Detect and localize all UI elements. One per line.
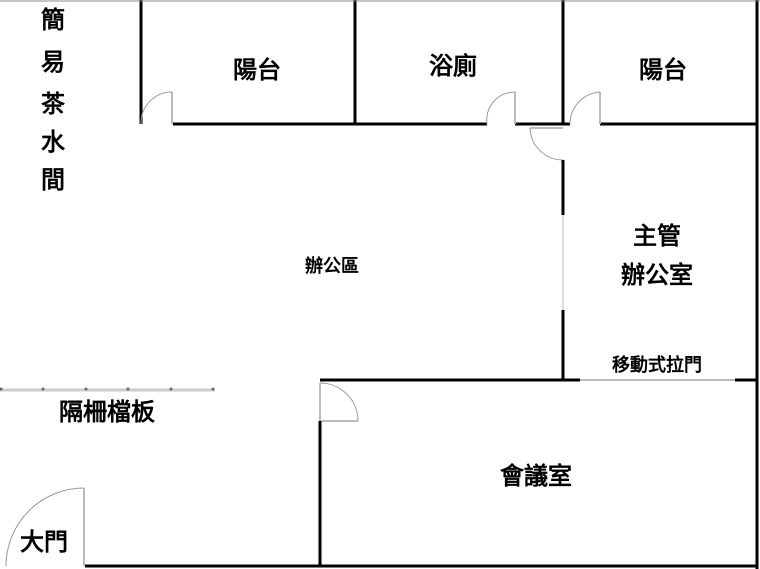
label-tea-room-3: 茶 xyxy=(41,89,66,118)
door-bathroom xyxy=(486,91,516,125)
main-door xyxy=(5,487,85,567)
label-tea-room-2: 易 xyxy=(41,47,65,76)
label-meeting-room: 會議室 xyxy=(500,461,572,490)
label-tea-room-5: 間 xyxy=(41,165,65,194)
label-main-door: 大門 xyxy=(20,527,68,556)
label-balcony-right: 陽台 xyxy=(639,55,687,84)
label-balcony-left: 陽台 xyxy=(233,55,281,84)
label-office-area: 辦公區 xyxy=(305,255,359,277)
label-tea-room-4: 水 xyxy=(41,127,66,156)
door-manager-office xyxy=(529,127,564,161)
label-tea-room-1: 簡 xyxy=(41,5,65,34)
label-manager-office-1: 主管 xyxy=(633,221,681,250)
door-balcony-right xyxy=(569,91,601,125)
label-partition: 隔柵檔板 xyxy=(59,397,156,426)
door-meeting-room xyxy=(319,382,359,422)
partition-screen xyxy=(0,387,215,392)
label-bathroom: 浴廁 xyxy=(429,51,477,80)
door-balcony-left xyxy=(140,91,173,125)
label-manager-office-2: 辦公室 xyxy=(621,260,693,289)
label-sliding-door: 移動式拉門 xyxy=(612,354,702,376)
